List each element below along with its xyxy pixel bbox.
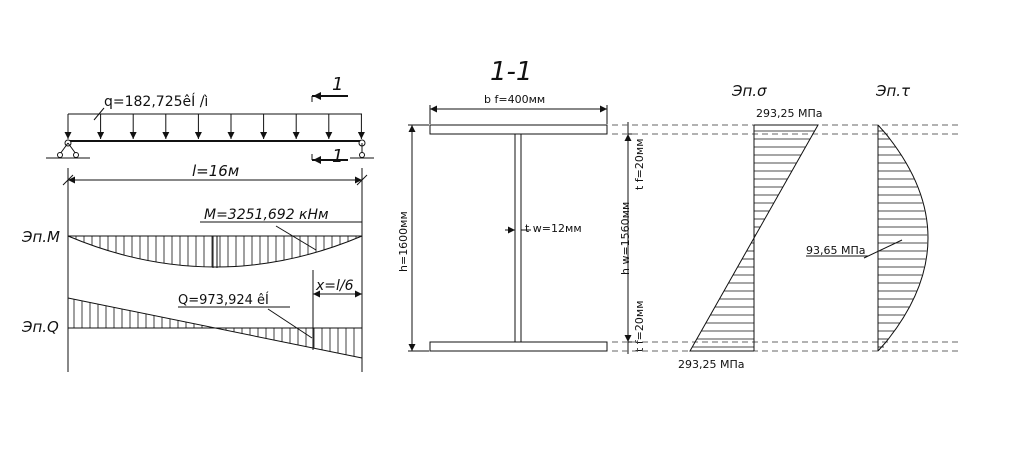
hw-label: h w=1560мм — [619, 202, 632, 275]
span-dimension: l=16м — [62, 162, 368, 372]
tw-label: t w=12мм — [525, 222, 582, 235]
reference-lines — [612, 124, 962, 352]
load-arrows — [64, 114, 365, 139]
h-label: h=1600мм — [397, 211, 410, 272]
left-support — [46, 139, 90, 159]
right-support — [350, 139, 374, 159]
svg-text:1: 1 — [332, 146, 343, 167]
moment-value-label: M=3251,692 кНм — [204, 207, 329, 223]
tau-diagram-label: Эп.τ — [875, 82, 911, 100]
sigma-diagram: Эп.σ 293,25 МПа 293,25 МПа — [678, 82, 823, 371]
tf-bottom-label: t f=20мм — [633, 301, 646, 353]
sigma-bottom-value: 293,25 МПа — [678, 358, 745, 371]
section-mark-bottom: 1 — [311, 146, 348, 167]
span-label: l=16м — [192, 162, 239, 180]
shear-diagram: Эп.Q Q=973,924 êÍ x=l/6 — [21, 270, 363, 359]
svg-text:1: 1 — [332, 74, 343, 95]
moment-diagram-label: Эп.M — [21, 228, 60, 246]
web — [514, 133, 522, 343]
tau-diagram: Эп.τ 93,65 МПа — [806, 82, 929, 352]
sigma-diagram-label: Эп.σ — [731, 82, 767, 100]
section-title: 1-1 — [490, 57, 532, 87]
load-label: q=182,725êÍ /ì — [104, 93, 208, 110]
tf-top-label: t f=20мм — [633, 139, 646, 191]
bottom-flange — [429, 341, 608, 352]
x-label: x=l/6 — [315, 278, 354, 294]
tau-mid-value: 93,65 МПа — [806, 244, 866, 257]
section-mark-top: 1 — [311, 74, 348, 102]
shear-diagram-label: Эп.Q — [21, 318, 59, 336]
top-flange — [429, 124, 608, 135]
bf-label: b f=400мм — [484, 93, 545, 106]
cross-section: 1-1 b f=400мм h=1600мм t w=12мм t f=20мм… — [397, 57, 646, 354]
load-leader — [93, 107, 105, 121]
moment-diagram: Эп.M M=3251,692 кНм — [21, 207, 363, 268]
beam-scheme: q=182,725êÍ /ì 1 — [46, 74, 374, 372]
shear-value-label: Q=973,924 êÍ — [178, 292, 269, 308]
sigma-top-value: 293,25 МПа — [756, 107, 823, 120]
